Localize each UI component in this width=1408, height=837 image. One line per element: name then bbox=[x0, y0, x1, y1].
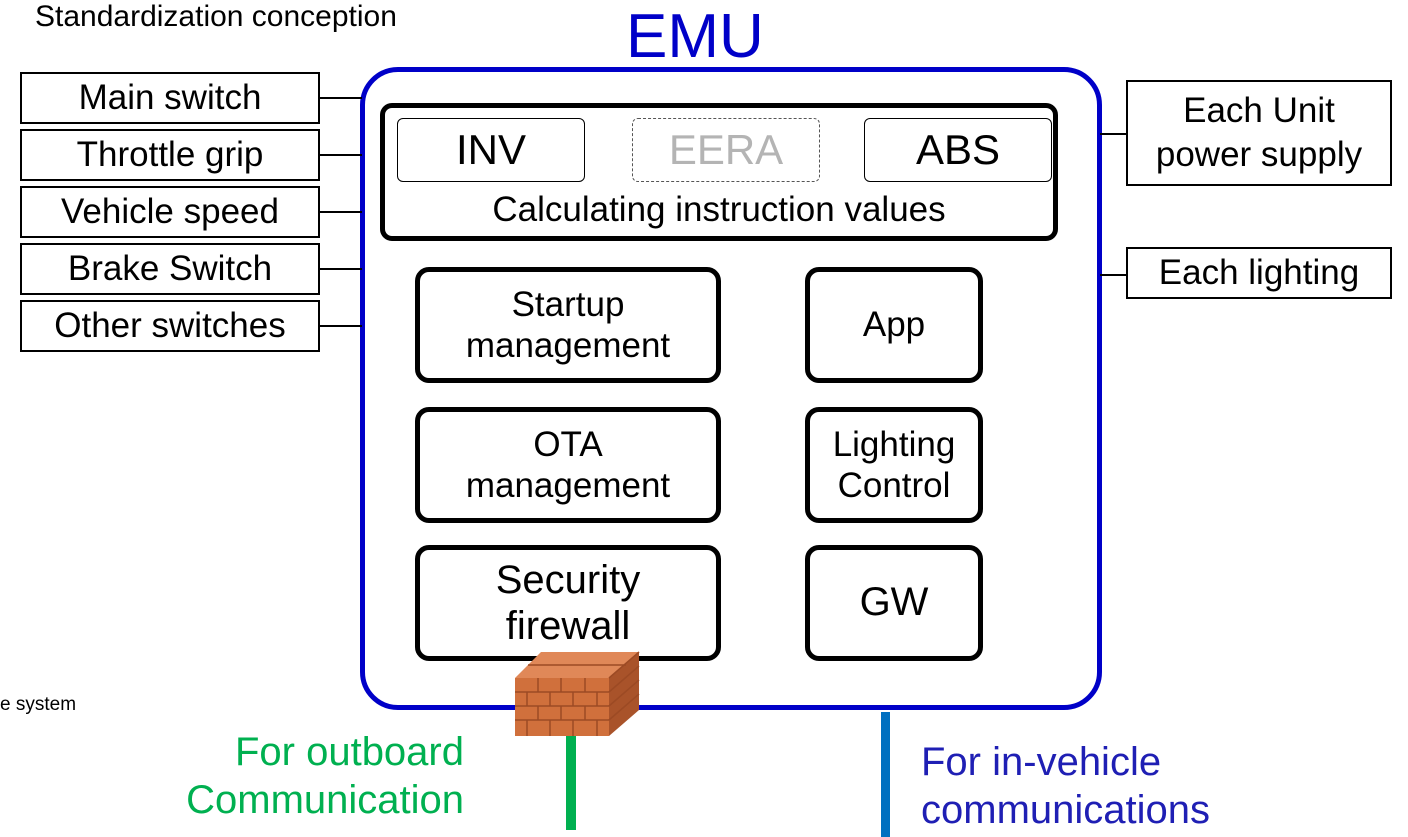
connector-throttle-grip bbox=[320, 154, 362, 156]
partial-caption: e system bbox=[0, 694, 77, 715]
ota-line2: management bbox=[465, 466, 671, 505]
outboard-line bbox=[566, 725, 576, 830]
security-line2: firewall bbox=[505, 604, 631, 648]
ota-management-box: OTA management bbox=[415, 407, 721, 523]
lighting-line2: Control bbox=[837, 466, 951, 505]
emu-label: EMU bbox=[626, 2, 764, 71]
gw-box: GW bbox=[805, 545, 983, 661]
startup-management-box: Startup management bbox=[415, 267, 721, 383]
outboard-label: For outboard Communication bbox=[130, 728, 464, 824]
invehicle-line1: For in-vehicle bbox=[921, 740, 1162, 784]
outboard-line2: Communication bbox=[186, 778, 464, 822]
invehicle-line bbox=[881, 712, 890, 837]
connector-other-switches bbox=[320, 325, 362, 327]
security-line1: Security bbox=[495, 558, 641, 602]
connector-power-supply bbox=[1100, 133, 1126, 135]
app-label: App bbox=[862, 305, 926, 345]
startup-line1: Startup bbox=[511, 284, 625, 324]
connector-main-switch bbox=[320, 97, 362, 99]
connector-each-lighting bbox=[1100, 274, 1126, 276]
startup-line2: management bbox=[465, 326, 671, 365]
calc-label: Calculating instruction values bbox=[492, 190, 946, 229]
lighting-line1: Lighting bbox=[832, 424, 956, 464]
gw-label: GW bbox=[859, 580, 929, 625]
connector-brake-switch bbox=[320, 268, 362, 270]
eera-box: EERA bbox=[632, 118, 820, 182]
brick-wall-icon bbox=[505, 648, 645, 736]
diagram-title: Standardization conception bbox=[35, 0, 397, 33]
invehicle-line2: communications bbox=[921, 788, 1211, 832]
output-power-supply: Each Unit power supply bbox=[1126, 80, 1392, 186]
input-brake-switch: Brake Switch bbox=[20, 243, 320, 295]
input-vehicle-speed: Vehicle speed bbox=[20, 186, 320, 238]
output-each-lighting: Each lighting bbox=[1126, 247, 1392, 299]
security-firewall-box: Security firewall bbox=[415, 545, 721, 661]
invehicle-label: For in-vehicle communications bbox=[921, 738, 1210, 834]
output-power-line1: Each Unit bbox=[1183, 91, 1335, 131]
outboard-line1: For outboard bbox=[234, 730, 464, 774]
connector-vehicle-speed bbox=[320, 211, 362, 213]
inv-box: INV bbox=[397, 118, 585, 182]
input-throttle-grip: Throttle grip bbox=[20, 129, 320, 181]
abs-box: ABS bbox=[864, 118, 1052, 182]
output-power-line2: power supply bbox=[1155, 135, 1363, 174]
calc-box bbox=[380, 103, 1058, 241]
ota-line1: OTA bbox=[533, 424, 603, 464]
input-main-switch: Main switch bbox=[20, 72, 320, 124]
app-box: App bbox=[805, 267, 983, 383]
lighting-control-box: Lighting Control bbox=[805, 407, 983, 523]
input-other-switches: Other switches bbox=[20, 300, 320, 352]
emu-container bbox=[360, 67, 1102, 710]
